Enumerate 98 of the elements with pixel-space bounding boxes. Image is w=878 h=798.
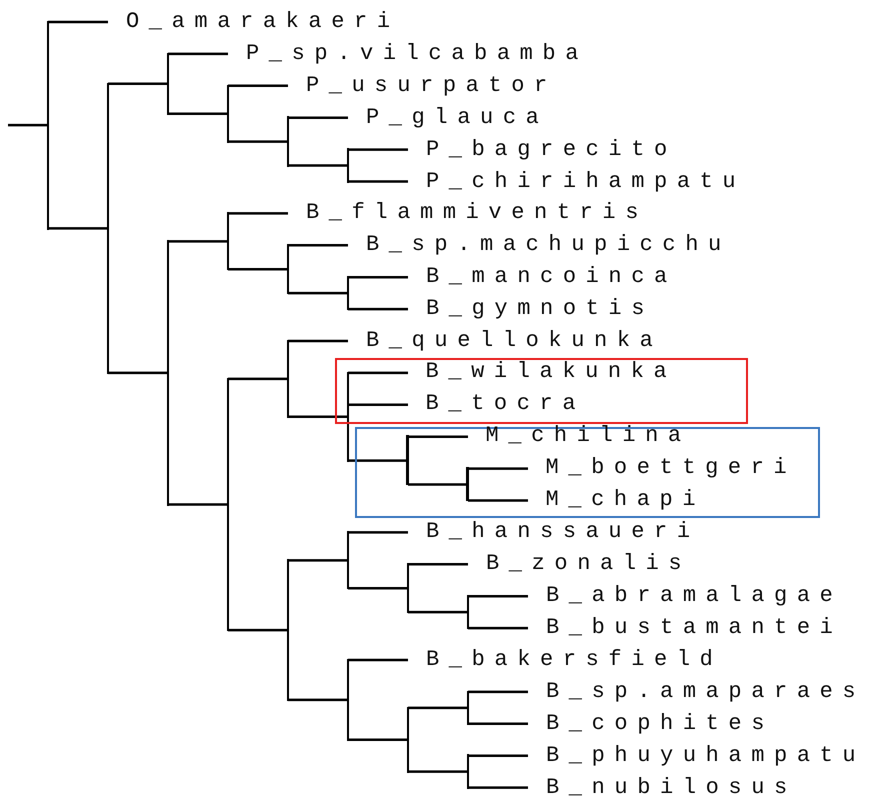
clade-branch [166,240,170,506]
branch-line [348,404,408,406]
branch-line [348,738,408,741]
clade-branch [46,20,50,230]
taxon-label: B_quellokunka [348,327,662,355]
clade-branch [346,148,350,183]
taxon-label: B_abramalagae [528,582,842,610]
branch-line [348,180,408,183]
taxon-label: M_chilina [468,422,691,450]
branch-line [228,212,288,215]
highlight-box [335,358,748,424]
branch-line [468,722,528,726]
clade-branch [226,84,230,143]
clade-branch [466,466,469,502]
branch-line [408,770,468,773]
clade-branch [406,706,410,773]
clade-branch [286,559,290,702]
clade-branch [406,563,410,614]
branch-line [288,559,348,562]
branch-line [468,626,528,630]
clade-branch [226,212,230,270]
branch-line [288,116,348,119]
taxon-label: M_boettgeri [528,454,796,482]
branch-line [288,698,348,702]
branch-line [288,164,348,167]
taxon-label: B_mancoinca [408,263,677,292]
branch-line [348,148,408,151]
taxon-label: M_chapi [528,486,706,514]
branch-line [288,416,348,418]
clade-branch [166,52,170,115]
taxon-label: B_cophites [528,710,774,738]
taxon-label: P_bagrecito [408,136,677,164]
clade-branch [346,276,350,310]
branch-line [168,112,228,115]
clade-branch [286,340,290,418]
clade-branch [466,754,470,789]
taxon-label: B_gymnotis [408,295,654,324]
taxon-label: B_flammiventris [288,199,648,228]
branch-line [228,628,288,632]
taxon-label: B_wilakunka [408,358,676,386]
clade-branch [466,594,470,630]
taxon-label: B_nubilosus [528,774,797,798]
taxon-label: P_sp.vilcabamba [228,40,588,68]
branch-line [408,435,468,438]
taxon-label: B_hanssaueri [408,518,700,546]
taxon-label: B_tocra [408,390,586,418]
branch-line [468,499,528,502]
branch-line [48,227,108,230]
branch-line [8,124,48,126]
branch-line [348,308,408,310]
clade-branch [406,434,409,486]
taxon-label: B_sp.amaparaes [528,678,866,706]
branch-line [348,531,408,534]
branch-line [168,52,228,56]
branch-line [468,467,528,470]
taxon-label: B_bakersfield [408,646,722,674]
highlight-box [355,427,820,518]
taxon-label: B_sp.machupicchu [348,231,731,260]
branch-line [348,372,408,374]
branch-line [288,244,348,247]
branch-line [108,82,168,86]
taxon-label: O_amarakaeri [108,8,400,36]
branch-line [408,563,468,566]
branch-line [348,658,408,662]
clade-branch [346,372,350,462]
branch-line [348,459,408,462]
branch-line [468,594,528,598]
branch-line [228,378,288,380]
clade-branch [466,690,470,726]
branch-line [348,276,408,278]
branch-line [468,754,528,757]
clade-branch [106,82,110,374]
clade-branch [286,244,290,294]
branch-line [408,706,468,710]
taxon-label: P_chirihampatu [408,168,746,196]
branch-line [48,20,108,24]
taxon-label: P_usurpator [288,72,557,100]
branch-line [288,292,348,294]
branch-line [228,268,288,270]
branch-line [228,84,288,88]
branch-line [408,610,468,614]
taxon-label: B_bustamantei [528,614,842,642]
branch-line [168,240,228,243]
clade-branch [226,378,230,632]
branch-line [288,340,348,342]
branch-line [108,372,168,374]
branch-line [468,786,528,789]
branch-line [168,503,228,506]
taxon-label: B_phuyuhampatu [528,742,866,770]
branch-line [228,140,288,143]
branch-line [408,483,468,486]
clade-branch [346,658,350,741]
taxon-label: B_zonalis [468,550,692,578]
clade-branch [346,531,350,590]
branch-line [348,586,408,590]
branch-line [468,690,528,694]
clade-branch [286,116,290,167]
taxon-label: P_glauca [348,104,548,132]
